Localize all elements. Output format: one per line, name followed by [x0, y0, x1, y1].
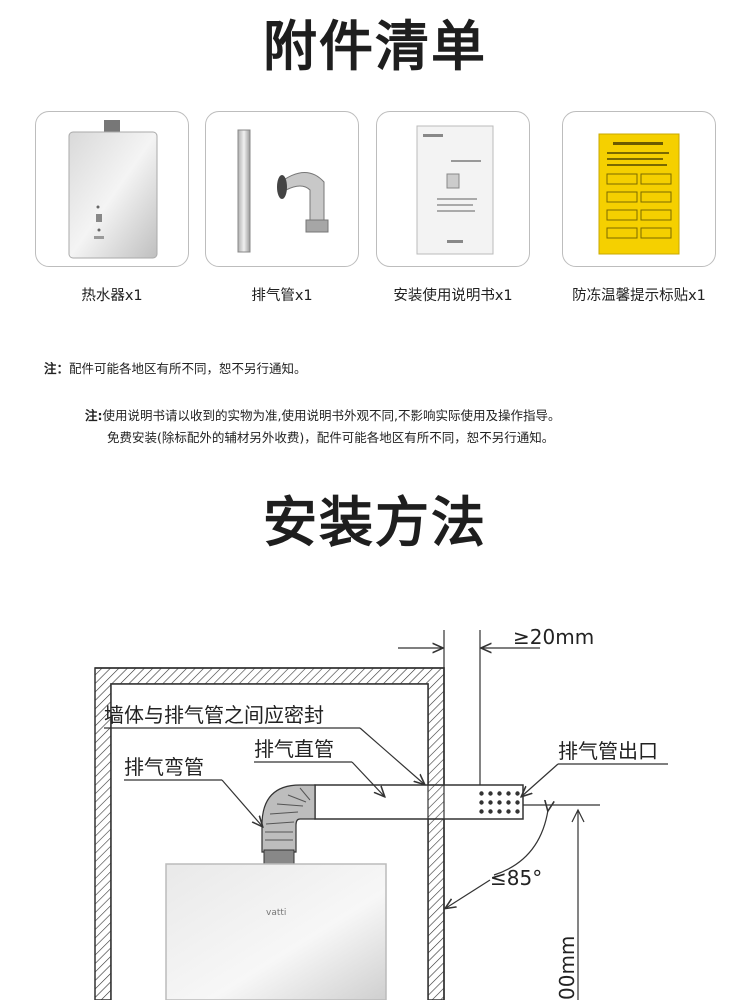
note-manual-line2: 免费安装(除标配外的辅材另外收费)，配件可能各地区有所不同，恕不另行通知。	[107, 430, 555, 445]
accessory-card-exhaust-pipe	[205, 111, 359, 267]
note-label: 注:	[85, 408, 103, 423]
note-text: 配件可能各地区有所不同，恕不另行通知。	[69, 361, 307, 376]
height-dimension-label: 00mm	[555, 936, 579, 1000]
accessory-card-water-heater	[35, 111, 189, 267]
elbow-pipe	[261, 784, 316, 853]
seal-label: 墙体与排气管之间应密封	[104, 703, 324, 727]
accessory-caption-antifreeze-sticker: 防冻温馨提示标贴x1	[572, 288, 706, 304]
angle-label: ≤85°	[490, 866, 542, 890]
outlet-label: 排气管出口	[558, 739, 658, 763]
accessory-card-manual	[376, 111, 530, 267]
accessory-caption-manual: 安装使用说明书x1	[393, 288, 513, 304]
pipe-outlet-holes	[478, 788, 520, 816]
water-heater-icon	[68, 120, 158, 259]
brand-logo: vatti	[266, 908, 286, 918]
exhaust-pipe-icon	[237, 129, 329, 253]
antifreeze-sticker-icon	[598, 133, 680, 255]
straight-pipe-label: 排气直管	[254, 737, 334, 761]
note-text: 使用说明书请以收到的实物为准,使用说明书外观不同,不影响实际使用及操作指导。	[102, 408, 561, 423]
gap-dimension-label: ≥20mm	[513, 625, 594, 649]
section-title-installation: 安装方法	[263, 491, 487, 554]
note-label: 注：	[44, 361, 70, 376]
section-title-accessories: 附件清单	[263, 15, 487, 78]
elbow-label: 排气弯管	[124, 755, 204, 779]
accessory-caption-exhaust-pipe: 排气管x1	[251, 288, 313, 304]
note-manual-line1: 注:使用说明书请以收到的实物为准,使用说明书外观不同,不影响实际使用及操作指导。	[85, 405, 560, 424]
accessory-card-antifreeze-sticker	[562, 111, 716, 267]
water-heater	[165, 863, 387, 1000]
installation-diagram: ≥20mm vatti 墙体与排气管之间应密封 排气直管 排气弯管 排气管出口 …	[94, 625, 668, 1000]
accessory-caption-water-heater: 热水器x1	[81, 288, 143, 304]
note-regional-parts: 注：配件可能各地区有所不同，恕不另行通知。	[44, 358, 307, 377]
manual-icon	[416, 125, 494, 255]
